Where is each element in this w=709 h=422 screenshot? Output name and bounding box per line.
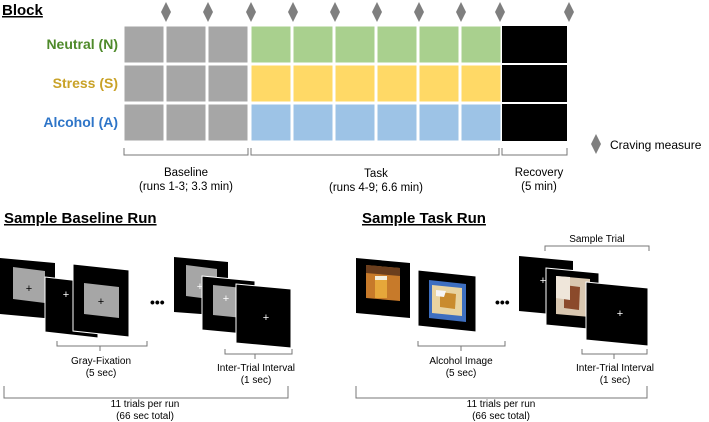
task-block-3-4 — [250, 103, 292, 142]
fixation-cross-4: + — [223, 293, 229, 305]
craving-marker-7-diamond-icon — [414, 2, 424, 22]
legend: Craving measure — [591, 134, 702, 154]
task-bracket — [250, 148, 500, 156]
task-block-2-4 — [250, 64, 292, 103]
baseline-block-2-2 — [165, 64, 207, 103]
sample-baseline-title: Sample Baseline Run — [4, 210, 157, 227]
baseline-ellipsis: ••• — [150, 294, 165, 310]
task-block-3-6 — [334, 103, 376, 142]
baseline-total-label: (66 sec total) — [116, 411, 174, 422]
iti-cross-task-2: + — [617, 308, 623, 320]
task-block-1-8 — [418, 25, 460, 64]
block-title: Block — [2, 2, 44, 19]
recovery-block-1 — [502, 26, 567, 63]
task-block-2-6 — [334, 64, 376, 103]
task-block-1-5 — [292, 25, 334, 64]
task-annotations — [355, 245, 650, 399]
baseline-iti-duration: (1 sec) — [241, 375, 272, 386]
craving-marker-2-diamond-icon — [203, 2, 213, 22]
fixation-square — [13, 267, 45, 303]
sample-trial-label: Sample Trial — [569, 234, 625, 245]
task-block-2-5 — [292, 64, 334, 103]
task-block-2-8 — [418, 64, 460, 103]
baseline-block-2-1 — [123, 64, 165, 103]
task-trials-label: 11 trials per run — [467, 399, 536, 410]
fixation-cross-3: + — [197, 281, 203, 293]
task-block-2-9 — [460, 64, 502, 103]
gray-fixation-duration: (5 sec) — [86, 368, 117, 379]
task-total-label: (66 sec total) — [472, 411, 530, 422]
craving-marker-5-diamond-icon — [330, 2, 340, 22]
task-iti-duration: (1 sec) — [600, 375, 631, 386]
task-block-3-5 — [292, 103, 334, 142]
baseline-annotations — [3, 341, 293, 399]
task-block-1-4 — [250, 25, 292, 64]
craving-marker-6-diamond-icon — [372, 2, 382, 22]
baseline-block-3-3 — [207, 103, 249, 142]
condition-label-stress: Stress (S) — [53, 75, 118, 91]
iti-cross: + — [63, 289, 69, 301]
gray-fixation-label: Gray-Fixation — [71, 356, 131, 367]
craving-markers — [161, 2, 574, 22]
baseline-phase-title: Baseline — [164, 167, 208, 179]
baseline-trials-label: 11 trials per run — [111, 399, 180, 410]
task-block-3-8 — [418, 103, 460, 142]
recovery-block-3 — [502, 104, 567, 141]
drink-image — [556, 276, 590, 317]
task-block-1-6 — [334, 25, 376, 64]
task-iti-label: Inter-Trial Interval — [576, 363, 654, 374]
iti-cross-3: + — [263, 312, 269, 324]
alcohol-image-duration: (5 sec) — [446, 368, 477, 379]
task-block-3-7 — [376, 103, 418, 142]
baseline-phase-detail: (runs 1-3; 3.3 min) — [139, 181, 233, 193]
baseline-iti-label: Inter-Trial Interval — [217, 363, 295, 374]
baseline-block-1-1 — [123, 25, 165, 64]
recovery-bracket — [501, 148, 568, 156]
diamond-icon — [591, 134, 601, 154]
iti-cross-task: + — [540, 275, 546, 287]
baseline-block-1-3 — [207, 25, 249, 64]
condition-label-neutral: Neutral (N) — [46, 36, 118, 52]
task-block-1-9 — [460, 25, 502, 64]
fixation-cross-2: + — [98, 296, 104, 308]
task-phase-detail: (runs 4-9; 6.6 min) — [329, 182, 423, 194]
baseline-block-3-2 — [165, 103, 207, 142]
craving-marker-9-diamond-icon — [495, 2, 505, 22]
task-block-1-7 — [376, 25, 418, 64]
task-ellipsis: ••• — [495, 294, 510, 310]
legend-label: Craving measure — [610, 138, 702, 152]
craving-marker-4-diamond-icon — [288, 2, 298, 22]
fixation-square-2 — [84, 283, 119, 318]
baseline-slides-left: + + + — [0, 258, 130, 339]
baseline-block-1-2 — [165, 25, 207, 64]
sample-task-title: Sample Task Run — [362, 210, 486, 227]
baseline-block-2-3 — [207, 64, 249, 103]
iti-slide-task-2 — [585, 281, 649, 347]
block-grid — [123, 25, 567, 142]
baseline-bracket — [123, 148, 249, 156]
task-block-3-9 — [460, 103, 502, 142]
task-slides-right: + + — [519, 256, 649, 347]
recovery-phase-detail: (5 min) — [521, 181, 557, 193]
task-slides-left — [356, 258, 477, 333]
craving-marker-3-diamond-icon — [246, 2, 256, 22]
craving-marker-8-diamond-icon — [456, 2, 466, 22]
task-phase-title: Task — [364, 168, 388, 180]
craving-marker-10-diamond-icon — [564, 2, 574, 22]
beer-image — [366, 265, 400, 301]
iti-slide-3 — [235, 283, 292, 349]
condition-label-alcohol: Alcohol (A) — [43, 114, 118, 130]
craving-marker-1-diamond-icon — [161, 2, 171, 22]
fixation-cross: + — [26, 283, 32, 295]
phase-brackets — [123, 148, 568, 156]
baseline-block-3-1 — [123, 103, 165, 142]
recovery-block-2 — [502, 65, 567, 102]
baseline-slides-right: + + + — [174, 257, 292, 349]
recovery-phase-title: Recovery — [515, 167, 564, 179]
alcohol-image-label: Alcohol Image — [429, 356, 493, 367]
task-block-2-7 — [376, 64, 418, 103]
whisky-image — [429, 280, 466, 322]
